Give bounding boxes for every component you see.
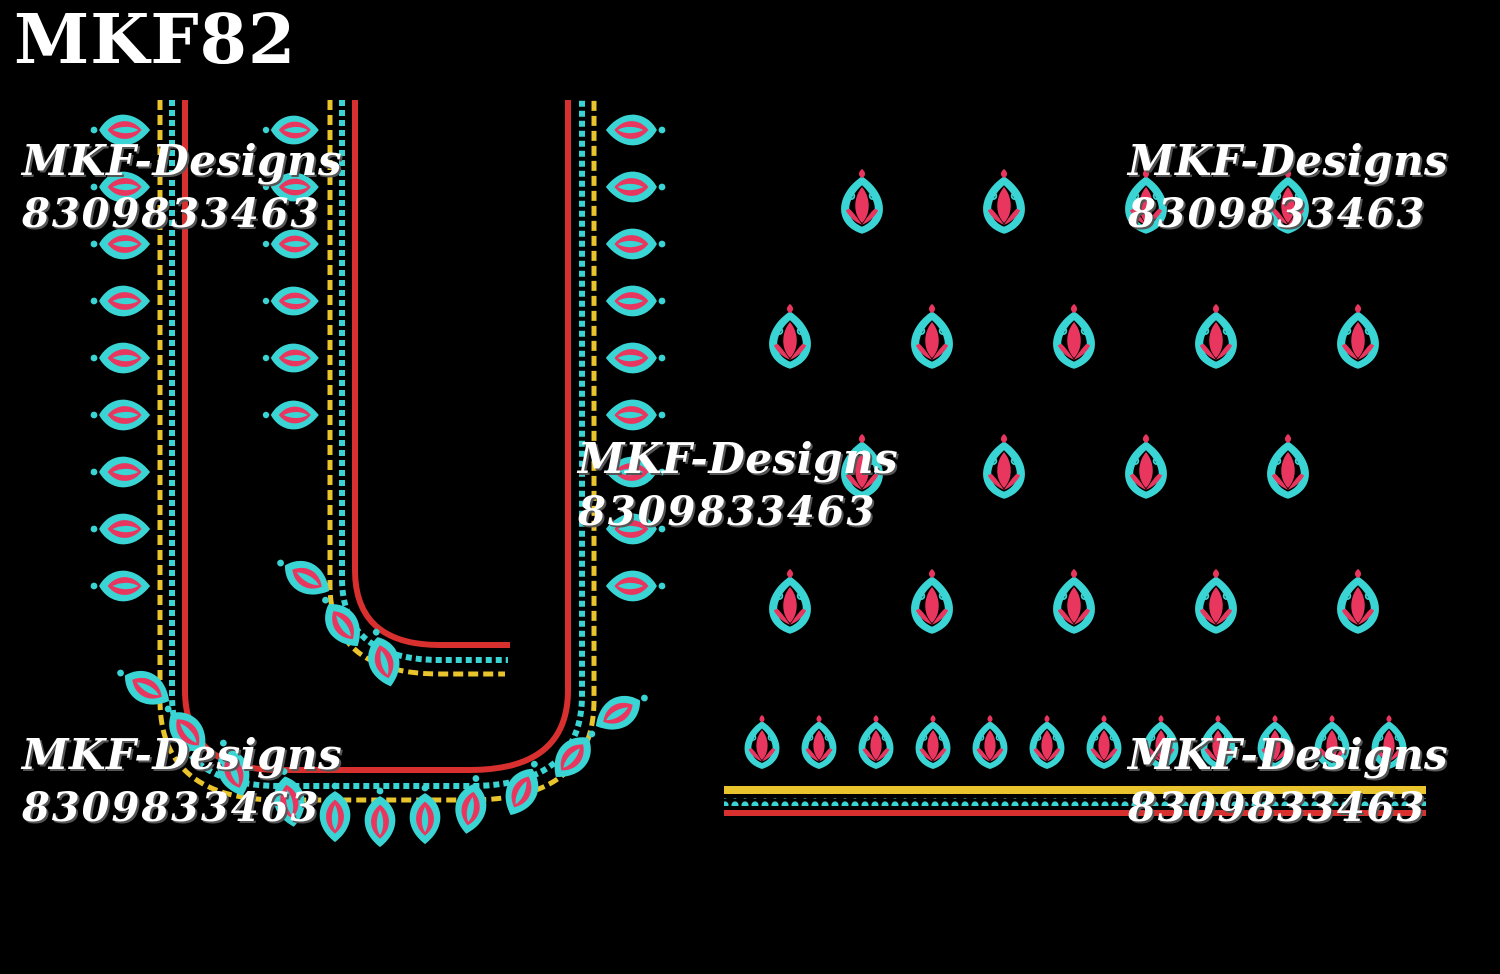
border-motif [800,714,838,770]
booti-motif [768,568,812,635]
petal-motif [90,456,151,488]
petal-motif [90,513,151,545]
booti-motif [982,168,1026,235]
booti-motif [1194,568,1238,635]
petal-motif [262,400,319,430]
watermark-name: MKF-Designs [1128,730,1449,779]
petal-motif [605,228,666,260]
border-motif [914,714,952,770]
watermark: MKF-Designs 8309833463 [22,140,342,234]
petal-motif [605,342,666,374]
watermark-phone: 8309833463 [578,488,877,535]
watermark-phone: 8309833463 [1128,190,1427,237]
petal-motif [451,772,492,837]
petal-motif [262,343,319,373]
design-code: MKF82 [14,0,297,80]
booti-motif [840,168,884,235]
booti-motif [910,303,954,370]
petal-motif [90,285,151,317]
booti-motif [910,568,954,635]
booti-motif [1124,433,1168,500]
booti-motif [1266,433,1310,500]
petal-motif [605,399,666,431]
petal-motif [364,787,396,848]
watermark: MKF-Designs 8309833463 [22,734,342,828]
watermark-phone: 8309833463 [22,784,321,831]
petal-motif [262,286,319,316]
booti-motif [1194,303,1238,370]
border-trim [724,786,1426,816]
watermark: MKF-Designs 8309833463 [578,438,898,532]
border-motif [743,714,781,770]
watermark-name: MKF-Designs [578,434,899,483]
booti-motif [1052,568,1096,635]
border-motif [971,714,1009,770]
petal-motif [409,784,441,845]
petal-motif [605,285,666,317]
watermark-phone: 8309833463 [22,190,321,237]
watermark: MKF-Designs 8309833463 [1128,734,1448,828]
petal-motif [605,171,666,203]
border-motif [1028,714,1066,770]
watermark-name: MKF-Designs [22,730,343,779]
watermark-name: MKF-Designs [1128,136,1449,185]
booti-motif [768,303,812,370]
petal-motif [588,683,656,740]
petal-motif [605,114,666,146]
watermark-name: MKF-Designs [22,136,343,185]
petal-motif [90,342,151,374]
petal-motif [605,570,666,602]
booti-motif [1336,303,1380,370]
watermark-phone: 8309833463 [1128,784,1427,831]
booti-motif-grid [768,168,1380,635]
booti-motif [982,433,1026,500]
petal-motif [90,570,151,602]
watermark: MKF-Designs 8309833463 [1128,140,1448,234]
petal-motif [90,399,151,431]
border-motif [1085,714,1123,770]
petal-motif [269,548,337,605]
border-motif [857,714,895,770]
booti-motif [1336,568,1380,635]
booti-motif [1052,303,1096,370]
